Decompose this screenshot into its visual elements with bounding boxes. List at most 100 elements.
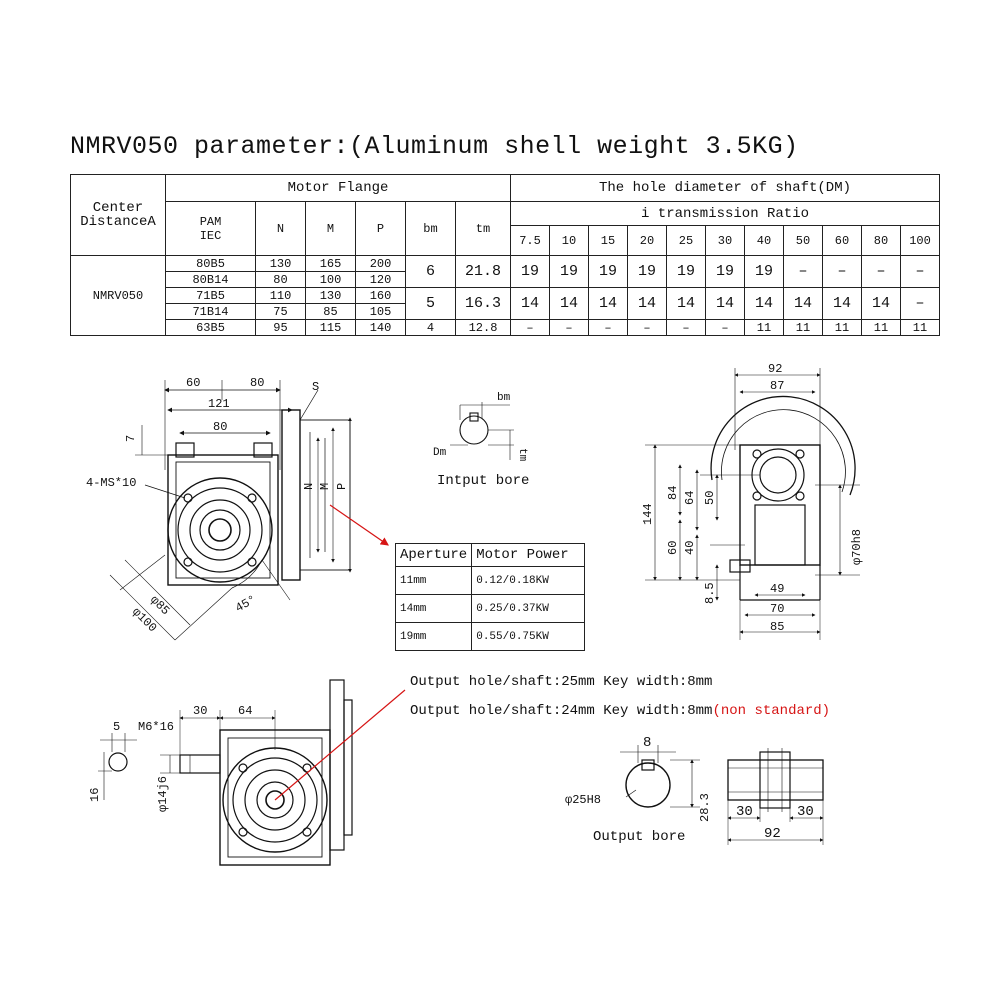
dim-49: 49 bbox=[770, 582, 784, 596]
dim-60: 60 bbox=[666, 541, 680, 555]
p-cell: 200 bbox=[355, 255, 406, 272]
power-table: Aperture Motor Power 11mm 0.12/0.18KW 14… bbox=[394, 543, 586, 651]
power-arrow bbox=[329, 504, 389, 546]
ratio-cell: 20 bbox=[627, 225, 667, 256]
label-ms: 4-MS*10 bbox=[86, 476, 136, 490]
col-tm-header: tm bbox=[455, 201, 511, 256]
n-cell: 110 bbox=[255, 287, 306, 304]
dim-60: 60 bbox=[186, 376, 200, 390]
ratio-header: i transmission Ratio bbox=[510, 201, 940, 226]
power-cell: 0.55/0.75KW bbox=[471, 622, 586, 651]
center-distance-header: Center DistanceA bbox=[70, 174, 166, 256]
dim-7: 7 bbox=[124, 435, 138, 442]
power-cell: 0.25/0.37KW bbox=[471, 594, 586, 623]
aperture-cell: 11mm bbox=[394, 566, 473, 595]
hole-cell: – bbox=[783, 255, 823, 288]
aperture-cell: 19mm bbox=[394, 622, 473, 651]
dim-121: 121 bbox=[208, 397, 230, 411]
ratio-cell: 50 bbox=[783, 225, 823, 256]
hole-cell: 14 bbox=[705, 287, 745, 320]
shaft-view-drawing bbox=[727, 748, 824, 845]
label-phi70h8: φ70h8 bbox=[850, 529, 864, 565]
motor-power-header: Motor Power bbox=[471, 543, 586, 567]
label-phi14j6: φ14j6 bbox=[156, 776, 170, 812]
page-title: NMRV050 parameter:(Aluminum shell weight… bbox=[70, 132, 799, 161]
dim-144: 144 bbox=[641, 503, 655, 525]
hole-cell: – bbox=[549, 319, 589, 336]
dim-70: 70 bbox=[770, 602, 784, 616]
output-bore-drawing bbox=[620, 745, 700, 808]
hole-cell: – bbox=[705, 319, 745, 336]
side-view-labels: 92 87 144 84 64 50 60 40 8.5 49 70 85 φ7… bbox=[641, 362, 864, 634]
non-standard-note: (non standard) bbox=[712, 703, 831, 719]
col-m-header: M bbox=[305, 201, 356, 256]
dim-84: 84 bbox=[666, 486, 680, 500]
output-bore-caption: Output bore bbox=[593, 829, 686, 845]
power-cell: 0.12/0.18KW bbox=[471, 566, 586, 595]
bm-cell: 5 bbox=[405, 287, 456, 320]
label-tm: tm bbox=[516, 448, 528, 462]
label-phi25h8: φ25H8 bbox=[565, 793, 601, 807]
ratio-cell: 15 bbox=[588, 225, 628, 256]
m-cell: 165 bbox=[305, 255, 356, 272]
hole-cell: 19 bbox=[549, 255, 589, 288]
dim-64: 64 bbox=[683, 491, 697, 505]
lower-view-labels: 5 M6*16 30 64 16 φ14j6 bbox=[88, 704, 252, 812]
label-m6: M6*16 bbox=[138, 720, 174, 734]
lower-view-drawing bbox=[98, 679, 353, 866]
hole-cell: 11 bbox=[783, 319, 823, 336]
parameter-table: Center DistanceA Motor Flange The hole d… bbox=[70, 174, 940, 336]
pam-cell: 80B5 bbox=[165, 255, 256, 272]
input-bore-caption: Intput bore bbox=[437, 473, 530, 489]
aperture-cell: 14mm bbox=[394, 594, 473, 623]
n-cell: 95 bbox=[255, 319, 306, 336]
dim-30-left: 30 bbox=[736, 804, 753, 820]
dim-80: 80 bbox=[213, 420, 227, 434]
front-view-labels: 60 80 121 80 7 S 4-MS*10 N M P φ85 φ100 … bbox=[86, 376, 349, 635]
hole-cell: 19 bbox=[705, 255, 745, 288]
hole-cell: – bbox=[900, 287, 940, 320]
dim-50: 50 bbox=[703, 491, 717, 505]
hole-cell: 14 bbox=[783, 287, 823, 320]
dim-92: 92 bbox=[768, 362, 782, 376]
hole-cell: 14 bbox=[666, 287, 706, 320]
hole-cell: 14 bbox=[822, 287, 862, 320]
side-view-drawing bbox=[645, 368, 860, 640]
p-cell: 105 bbox=[355, 303, 406, 320]
hole-cell: 14 bbox=[588, 287, 628, 320]
dim-87: 87 bbox=[770, 379, 784, 393]
dim-8-5: 8.5 bbox=[703, 582, 717, 604]
ratio-cell: 30 bbox=[705, 225, 745, 256]
dim-8: 8 bbox=[643, 735, 651, 751]
aperture-header: Aperture bbox=[394, 543, 473, 567]
output-arrow bbox=[274, 689, 406, 801]
label-s: S bbox=[312, 380, 319, 394]
output-note-2-main: Output hole/shaft:24mm Key width:8mm bbox=[410, 703, 713, 719]
output-note-1: Output hole/shaft:25mm Key width:8mm bbox=[410, 674, 713, 690]
p-cell: 140 bbox=[355, 319, 406, 336]
hole-cell: 11 bbox=[900, 319, 940, 336]
input-bore-drawing bbox=[450, 402, 514, 460]
pam-header: PAM IEC bbox=[165, 201, 256, 256]
label-phi85: φ85 bbox=[147, 593, 172, 618]
input-bore-labels: bm Dm tm bbox=[433, 392, 528, 462]
p-cell: 160 bbox=[355, 287, 406, 304]
dim-30: 30 bbox=[193, 704, 207, 718]
model-cell: NMRV050 bbox=[70, 255, 166, 336]
tm-cell: 12.8 bbox=[455, 319, 511, 336]
hole-cell: 19 bbox=[744, 255, 784, 288]
dim-80-top: 80 bbox=[250, 376, 264, 390]
col-n-header: N bbox=[255, 201, 306, 256]
label-m: M bbox=[318, 483, 332, 490]
label-dm: Dm bbox=[433, 447, 447, 459]
hole-cell: – bbox=[822, 255, 862, 288]
ratio-cell: 60 bbox=[822, 225, 862, 256]
n-cell: 130 bbox=[255, 255, 306, 272]
label-n: N bbox=[302, 483, 316, 490]
dim-30-right: 30 bbox=[797, 804, 814, 820]
dim-16: 16 bbox=[88, 788, 102, 802]
dim-5: 5 bbox=[113, 720, 120, 734]
ratio-cell: 10 bbox=[549, 225, 589, 256]
ratio-cell: 25 bbox=[666, 225, 706, 256]
